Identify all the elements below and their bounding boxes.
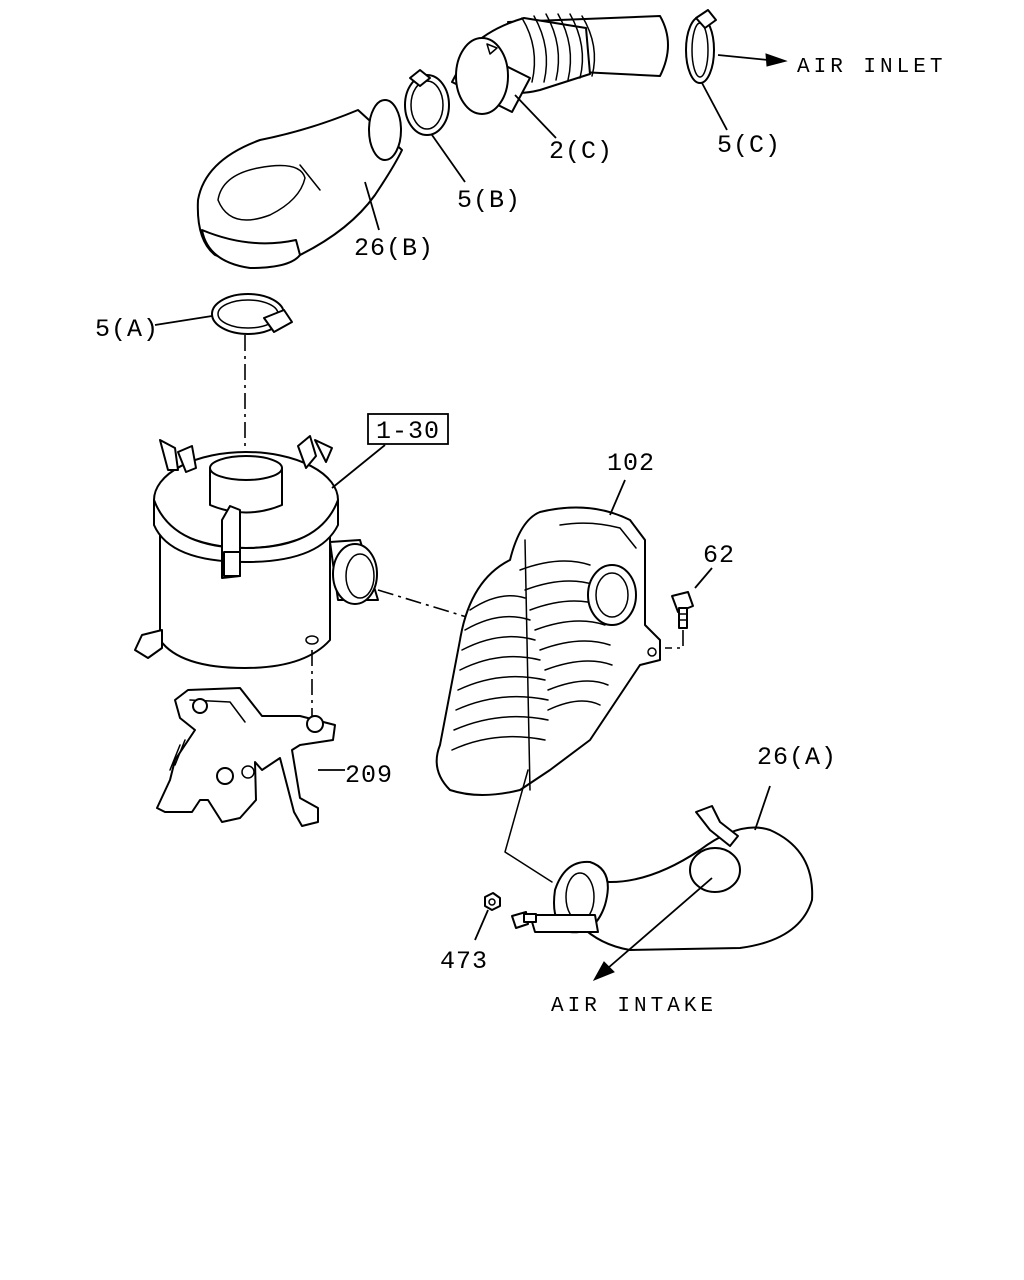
- bracket-209-label: 209: [345, 761, 393, 790]
- leader-102: [609, 479, 626, 516]
- air-intake-arrow: [592, 877, 713, 981]
- leader-2c: [514, 94, 557, 139]
- bolt-62: [671, 591, 694, 629]
- leader-473: [474, 909, 489, 941]
- air-inlet-arrow: [717, 53, 788, 67]
- clamp-5b: [404, 69, 450, 136]
- air-inlet-label: AIR INLET: [797, 56, 946, 79]
- clamp-5a-label: 5(A): [95, 315, 159, 344]
- clamp-5b-label: 5(B): [457, 186, 521, 215]
- resonator-label: 102: [607, 449, 655, 478]
- duct-26b-label: 26(B): [354, 234, 434, 263]
- duct-26b: [196, 99, 403, 269]
- hose-2c: [451, 13, 669, 115]
- leader-5b: [431, 134, 466, 183]
- leader-5c: [701, 82, 728, 131]
- leader-26b: [364, 181, 380, 231]
- cleaner-ref-label: 1-30: [376, 417, 440, 446]
- bolt-62-label: 62: [703, 541, 735, 570]
- duct-26a-label: 26(A): [757, 743, 837, 772]
- hose-2c-label: 2(C): [549, 137, 613, 166]
- leader-62: [694, 567, 713, 589]
- axis-line-bolt: [665, 630, 684, 649]
- air-intake-label: AIR INTAKE: [551, 995, 717, 1018]
- clamp-5c-label: 5(C): [717, 131, 781, 160]
- cleaner-ref-box: 1-30: [367, 413, 449, 446]
- duct-26a: [529, 805, 814, 951]
- axis-line-duct-a: [504, 769, 553, 883]
- air-cleaner: [134, 435, 379, 669]
- clamp-5c: [685, 9, 717, 84]
- clamp-5a: [211, 293, 293, 335]
- nut-473: [484, 892, 537, 929]
- leader-1-30: [331, 444, 386, 489]
- leader-26a: [754, 785, 771, 831]
- resonator-102: [435, 506, 661, 796]
- leader-5a: [154, 315, 213, 326]
- nut-473-label: 473: [440, 947, 488, 976]
- bracket-209: [156, 687, 336, 827]
- axis-line-resonator: [377, 589, 471, 619]
